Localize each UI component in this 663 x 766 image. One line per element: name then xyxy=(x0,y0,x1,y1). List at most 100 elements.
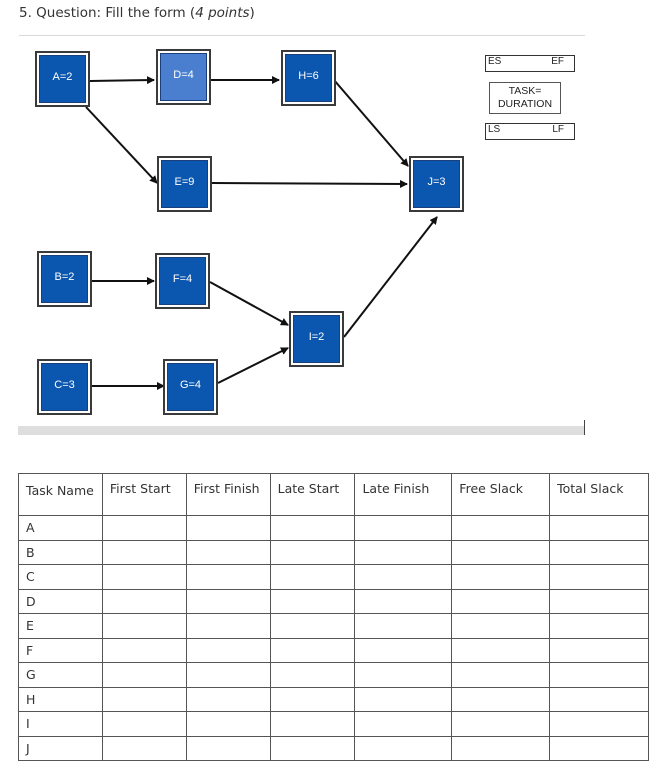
input-cell[interactable] xyxy=(451,515,551,541)
arrow-g-i xyxy=(217,347,289,384)
node-b-label: B=2 xyxy=(54,271,75,283)
task-name-cell: E xyxy=(18,613,103,639)
input-cell[interactable] xyxy=(185,539,271,565)
input-cell[interactable] xyxy=(451,686,551,712)
input-cell[interactable] xyxy=(451,564,551,590)
input-cell[interactable] xyxy=(549,662,649,688)
arrow-e-j xyxy=(211,179,408,188)
input-cell[interactable] xyxy=(185,564,271,590)
input-cell[interactable] xyxy=(549,711,649,737)
input-cell[interactable] xyxy=(354,613,453,639)
input-cell[interactable] xyxy=(354,564,453,590)
input-cell[interactable] xyxy=(354,686,453,712)
legend-task: TASK= xyxy=(508,85,542,97)
input-cell[interactable] xyxy=(269,637,356,663)
input-cell[interactable] xyxy=(451,539,551,565)
header-late-finish: Late Finish xyxy=(354,473,453,516)
input-cell[interactable] xyxy=(451,735,551,761)
input-cell[interactable] xyxy=(101,588,187,614)
table-row: C xyxy=(18,564,649,590)
input-cell[interactable] xyxy=(269,539,356,565)
task-name-cell: I xyxy=(18,711,103,737)
node-j: J=3 xyxy=(409,156,464,212)
input-cell[interactable] xyxy=(101,613,187,639)
input-cell[interactable] xyxy=(101,539,187,565)
node-a: A=2 xyxy=(35,51,90,107)
input-cell[interactable] xyxy=(549,539,649,565)
table-row: I xyxy=(18,711,649,737)
input-cell[interactable] xyxy=(101,735,187,761)
task-name-cell: D xyxy=(18,588,103,614)
header-first-start: First Start xyxy=(101,473,187,516)
table-row: G xyxy=(18,662,649,688)
question-suffix: ) xyxy=(249,5,255,21)
input-cell[interactable] xyxy=(549,588,649,614)
input-cell[interactable] xyxy=(354,588,453,614)
header-total-slack: Total Slack xyxy=(549,473,649,516)
input-cell[interactable] xyxy=(549,564,649,590)
input-cell[interactable] xyxy=(185,515,271,541)
node-f-label: F=4 xyxy=(172,273,193,285)
input-cell[interactable] xyxy=(269,735,356,761)
task-name-cell: J xyxy=(18,735,103,761)
header-free-slack: Free Slack xyxy=(451,473,551,516)
input-cell[interactable] xyxy=(354,637,453,663)
input-cell[interactable] xyxy=(185,735,271,761)
input-cell[interactable] xyxy=(269,588,356,614)
horizontal-scrollbar[interactable] xyxy=(18,426,585,435)
node-d: D=4 xyxy=(156,49,211,105)
input-cell[interactable] xyxy=(354,539,453,565)
input-cell[interactable] xyxy=(269,564,356,590)
node-i: I=2 xyxy=(289,311,344,367)
input-cell[interactable] xyxy=(354,735,453,761)
input-cell[interactable] xyxy=(101,662,187,688)
table-row: F xyxy=(18,637,649,663)
input-cell[interactable] xyxy=(185,613,271,639)
input-cell[interactable] xyxy=(101,637,187,663)
question-divider xyxy=(19,35,585,36)
input-cell[interactable] xyxy=(549,686,649,712)
input-cell[interactable] xyxy=(269,613,356,639)
table-row: B xyxy=(18,539,649,565)
input-cell[interactable] xyxy=(549,637,649,663)
table-row: E xyxy=(18,613,649,639)
legend-ls: LS xyxy=(488,124,501,135)
input-cell[interactable] xyxy=(101,564,187,590)
table-row: J xyxy=(18,735,649,761)
input-cell[interactable] xyxy=(269,662,356,688)
input-cell[interactable] xyxy=(101,686,187,712)
task-name-cell: C xyxy=(18,564,103,590)
input-cell[interactable] xyxy=(451,662,551,688)
input-cell[interactable] xyxy=(549,735,649,761)
text-cursor xyxy=(584,420,585,435)
schedule-form-table: Task Name First Start First Finish Late … xyxy=(18,473,649,761)
task-name-cell: F xyxy=(18,637,103,663)
input-cell[interactable] xyxy=(185,588,271,614)
input-cell[interactable] xyxy=(354,711,453,737)
input-cell[interactable] xyxy=(451,588,551,614)
legend-es: ES xyxy=(488,56,502,67)
input-cell[interactable] xyxy=(185,711,271,737)
header-late-start: Late Start xyxy=(269,473,356,516)
input-cell[interactable] xyxy=(101,711,187,737)
input-cell[interactable] xyxy=(269,686,356,712)
input-cell[interactable] xyxy=(269,711,356,737)
input-cell[interactable] xyxy=(185,637,271,663)
input-cell[interactable] xyxy=(269,515,356,541)
input-cell[interactable] xyxy=(451,637,551,663)
input-cell[interactable] xyxy=(451,711,551,737)
input-cell[interactable] xyxy=(354,515,453,541)
input-cell[interactable] xyxy=(185,686,271,712)
input-cell[interactable] xyxy=(354,662,453,688)
legend-duration: DURATION xyxy=(497,98,553,110)
input-cell[interactable] xyxy=(185,662,271,688)
node-c-label: C=3 xyxy=(54,379,75,391)
input-cell[interactable] xyxy=(549,515,649,541)
input-cell[interactable] xyxy=(101,515,187,541)
node-i-label: I=2 xyxy=(308,331,325,343)
arrow-h-j xyxy=(333,79,409,167)
task-name-cell: H xyxy=(18,686,103,712)
input-cell[interactable] xyxy=(451,613,551,639)
node-f: F=4 xyxy=(155,253,210,309)
input-cell[interactable] xyxy=(549,613,649,639)
